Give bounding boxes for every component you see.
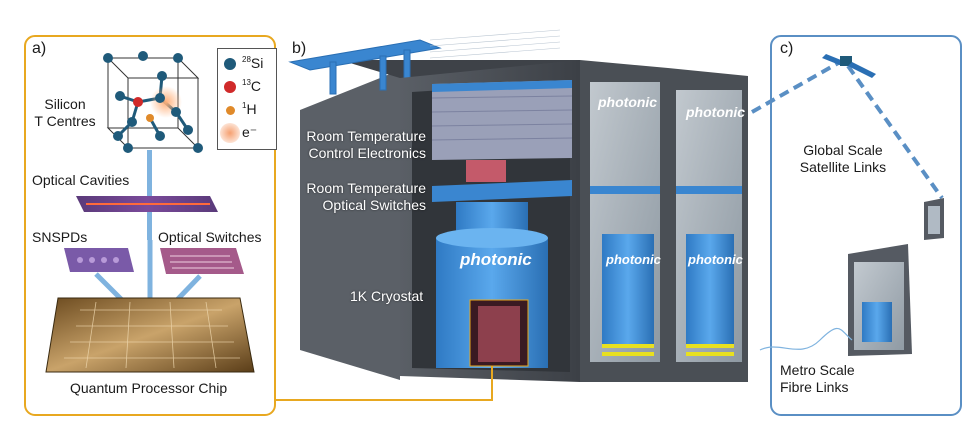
legend-isotope: 28 — [242, 55, 251, 64]
fibre-link — [759, 327, 853, 351]
legend-isotope: 1 — [242, 101, 247, 110]
optical-cavities-label: Optical Cavities — [32, 172, 130, 188]
photonic-logo-rack-1: photonic — [598, 94, 658, 110]
si-atom-icon — [224, 58, 236, 70]
label-line-1: Silicon — [44, 96, 86, 112]
label-line-1: Room Temperature — [306, 128, 426, 144]
label-line-2: Satellite Links — [799, 159, 887, 175]
legend-item-c13: 13C — [218, 76, 276, 98]
control-electronics-stack — [432, 80, 572, 160]
panel-a-border — [24, 35, 276, 416]
remote-rack-large — [848, 244, 912, 356]
satellite-links — [751, 60, 944, 200]
legend-item-si28: 28Si — [218, 53, 276, 75]
label-line-2: Fibre Links — [780, 379, 849, 395]
label-line-1: Room Temperature — [306, 180, 426, 196]
legend-symbol: e⁻ — [242, 124, 258, 140]
panel-c-letter: c) — [780, 40, 794, 57]
photonic-logo-cryostat: photonic — [460, 250, 532, 269]
electron-icon — [220, 123, 240, 143]
label-line-2: Optical Switches — [322, 197, 426, 213]
electronics-cables — [466, 160, 506, 182]
optical-switch-chip — [160, 248, 244, 274]
panel-a-letter: a) — [32, 40, 47, 57]
snspds-label: SNSPDs — [32, 229, 88, 245]
legend-symbol: H — [246, 101, 257, 117]
satellite-links-label: Global Scale Satellite Links — [788, 142, 898, 176]
c-atom-icon — [224, 81, 236, 93]
cable-tray — [288, 39, 442, 95]
legend-isotope: 13 — [242, 78, 251, 87]
light-path-vertical — [147, 150, 152, 198]
room-temp-electronics-label: Room Temperature Control Electronics — [306, 128, 426, 162]
optical-switch-shelf — [432, 180, 572, 202]
h-atom-icon — [226, 106, 235, 115]
label-line-1: Global Scale — [803, 142, 883, 158]
lattice-atoms — [103, 51, 203, 153]
snspd-chip — [64, 248, 134, 272]
fibre-links-label: Metro Scale Fibre Links — [780, 362, 855, 396]
label-line-2: Control Electronics — [308, 145, 427, 161]
photonic-logo-rack-2: photonic — [686, 104, 746, 120]
legend-symbol: Si — [250, 55, 264, 71]
satellite — [822, 54, 876, 78]
remote-rack-small — [924, 198, 944, 240]
silicon-t-centres-label: Silicon T Centres — [30, 96, 100, 130]
label-line-2: T Centres — [34, 113, 96, 129]
photonic-logo-rack-2-cyl: photonic — [688, 252, 743, 267]
cryostat-label: 1K Cryostat — [350, 288, 424, 304]
label-line-1: Metro Scale — [780, 362, 855, 378]
legend-symbol: C — [250, 78, 262, 94]
room-temp-switches-label: Room Temperature Optical Switches — [306, 180, 426, 214]
quantum-processor-chip-label: Quantum Processor Chip — [70, 380, 228, 396]
isotope-legend: 28Si 13C 1H e⁻ — [217, 48, 277, 150]
panel-b-letter: b) — [292, 40, 307, 57]
legend-item-h1: 1H — [218, 99, 276, 121]
quantum-processor-chip — [45, 297, 255, 373]
legend-item-electron: e⁻ — [218, 122, 276, 144]
link-panel-a-to-cryostat — [275, 366, 493, 401]
panel-c-border — [770, 35, 962, 416]
cable-tray-mesh — [429, 29, 561, 59]
optical-switches-label: Optical Switches — [158, 229, 262, 245]
photonic-logo-rack-1-cyl: photonic — [606, 252, 661, 267]
